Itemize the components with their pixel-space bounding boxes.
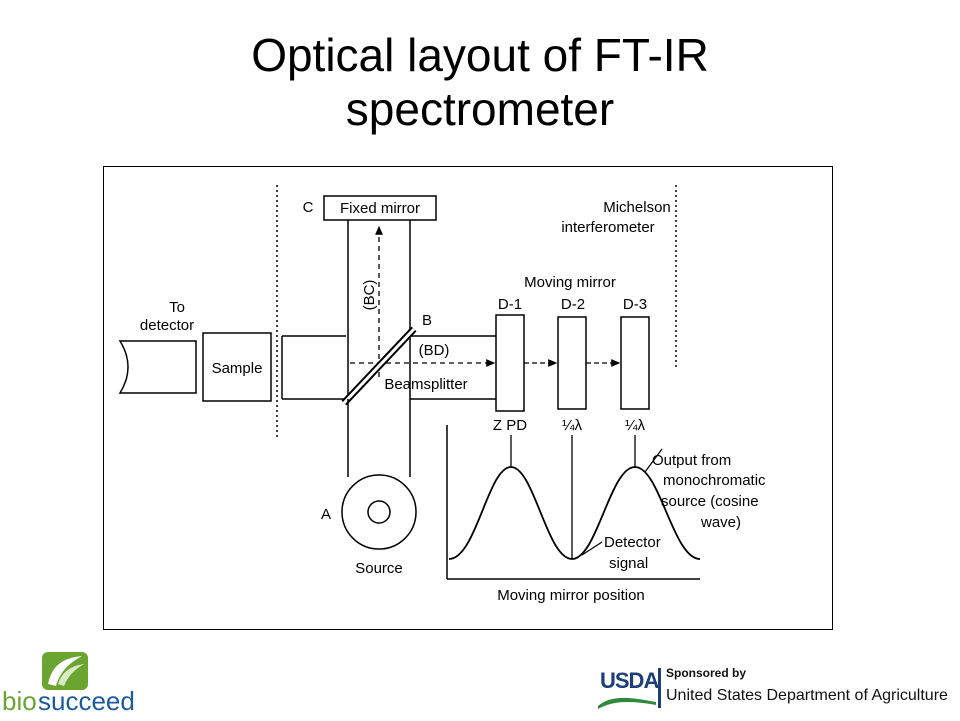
usda-full-name: United States Department of Agriculture	[666, 687, 948, 704]
detector-shape	[118, 340, 197, 394]
sponsored-by: Sponsored by	[666, 666, 747, 680]
mirror-d2	[557, 316, 587, 410]
michelson-label-2: interferometer	[561, 219, 654, 236]
beamsplitter-label: Beamsplitter	[384, 376, 467, 393]
detector-signal-label-2: signal	[609, 555, 648, 572]
mirror-d1	[495, 314, 525, 412]
sample-label: Sample	[212, 360, 263, 377]
usda-hills-icon	[598, 697, 656, 709]
mirror-d3	[620, 316, 650, 410]
output-label-1: Output from	[652, 452, 731, 469]
source-inner-circle	[367, 500, 391, 524]
sample-box	[202, 332, 272, 402]
biosucceed-logo: bio succeed	[2, 648, 142, 716]
usda-logo: USDA Sponsored by United States Departme…	[596, 662, 958, 716]
output-pointer	[644, 448, 663, 473]
bc-label: (BC)	[361, 280, 378, 311]
fixed-mirror-label: Fixed mirror	[340, 200, 420, 217]
output-label-3: source (cosine	[661, 493, 759, 510]
slide-title: Optical layout of FT-IR spectrometer	[0, 28, 960, 136]
output-label-2: monochromatic	[663, 472, 766, 489]
label-a: A	[321, 506, 331, 523]
quarter-lambda-1: ¼λ	[562, 417, 583, 434]
source-label: Source	[355, 560, 403, 577]
biosucceed-bio: bio	[2, 686, 37, 716]
moving-mirror-label: Moving mirror	[524, 274, 616, 291]
d3-label: D-3	[623, 296, 647, 313]
output-label-4: wave)	[700, 514, 741, 531]
ftir-diagram-svg: To detector Sample C Fixed mirror (BC) (…	[118, 185, 766, 604]
to-detector-label-2: detector	[140, 317, 194, 334]
title-line-2: spectrometer	[345, 83, 615, 135]
to-detector-label-1: To	[169, 299, 185, 316]
d1-label: D-1	[498, 296, 522, 313]
biosucceed-succeed: succeed	[38, 686, 135, 716]
michelson-label-1: Michelson	[603, 199, 671, 216]
biosucceed-leaf-icon: bio succeed	[2, 652, 135, 716]
quarter-lambda-2: ¼λ	[625, 417, 646, 434]
usda-word: USDA	[600, 668, 659, 693]
bd-label: (BD)	[419, 342, 450, 359]
source-outer-circle	[341, 474, 417, 550]
zpd-label: Z PD	[493, 417, 527, 434]
usda-divider	[658, 668, 661, 708]
ftir-diagram: To detector Sample C Fixed mirror (BC) (…	[103, 166, 833, 630]
fixed-mirror-box	[323, 195, 437, 221]
title-line-1: Optical layout of FT-IR	[251, 29, 709, 81]
detector-signal-label-1: Detector	[604, 534, 661, 551]
detector-pointer	[581, 541, 603, 556]
x-axis-label: Moving mirror position	[497, 587, 645, 604]
label-c: C	[303, 199, 314, 216]
label-b: B	[422, 312, 432, 329]
d2-label: D-2	[561, 296, 585, 313]
